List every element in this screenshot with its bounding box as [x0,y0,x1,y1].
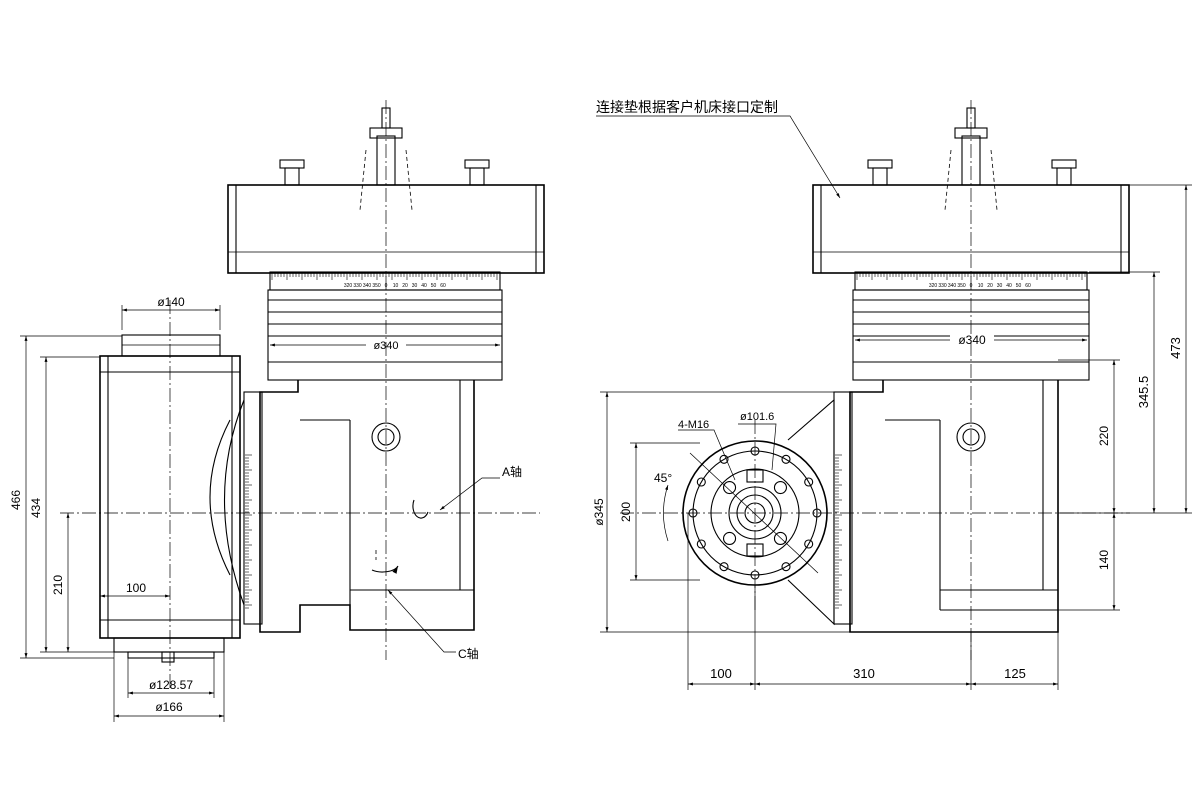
m16-hole [722,480,737,495]
dial-label: 330 [353,283,362,289]
left-dim-d166: ø166 [155,700,183,714]
dial-label: 60 [440,283,446,289]
left-ribbed-body [267,289,503,381]
left-dim-h210: 210 [51,575,65,595]
left-port-hole [371,422,401,452]
dim-h345-5: 345.5 [1136,376,1151,409]
right-side-flange-ticks [835,454,842,609]
dial-label: 30 [997,283,1003,289]
m16-hole [773,531,788,546]
a-axis-rotation-arrow [412,499,429,519]
dial-label: 350 [372,283,381,289]
dim-h140: 140 [1097,550,1111,570]
left-side-flange [243,391,263,625]
dim-45-deg: 45° [654,471,672,485]
dial-label: 330 [938,283,947,289]
left-clamp-bolts [279,107,490,211]
a-axis-label: A轴 [502,464,522,479]
dim-4-m16: 4-M16 [678,419,709,431]
dial-label: 10 [393,283,399,289]
dial-label: 40 [421,283,427,289]
bolt-hole [719,562,729,572]
right-lower-housing [849,380,1059,633]
dim-w100: 100 [710,666,732,681]
dial-label: 40 [1006,283,1012,289]
left-dial-ticks [271,273,498,280]
right-port-hole [956,422,986,452]
left-lower-housing [259,380,475,633]
m16-hole [722,531,737,546]
dial-label: 320 [344,283,353,289]
left-bottom-flange [113,637,225,653]
right-dial-ticks [856,273,1086,280]
dial-label: 50 [431,283,437,289]
right-clamp-bolts [867,107,1077,211]
left-dim-d140: ø140 [157,295,185,309]
dial-label: 20 [402,283,408,289]
dial-label: 60 [1025,283,1031,289]
left-top-boss [121,334,221,357]
bolt-hole [696,539,706,549]
bolt-hole [804,539,814,549]
dial-label: 30 [412,283,418,289]
left-dim-h434: 434 [29,498,43,518]
dim-d101: ø101.6 [740,411,774,423]
right-dim-d340: ø340 [958,333,986,347]
dim-w310: 310 [853,666,875,681]
dial-label: 320 [929,283,938,289]
bolt-hole [781,562,791,572]
left-dim-w100: 100 [126,581,146,595]
left-dim-d128: ø128.57 [149,678,193,692]
dim-d345: ø345 [592,498,606,526]
bolt-hole [781,454,791,464]
faceplate-bolt-holes [688,446,822,580]
c-axis-label: C轴 [458,646,479,661]
dial-label: 10 [978,283,984,289]
dim-h473: 473 [1168,337,1183,359]
dial-label: 350 [957,283,966,289]
m16-hole [773,480,788,495]
dim-w125: 125 [1004,666,1026,681]
dim-h220: 220 [1097,426,1111,446]
left-side-flange-ticks [245,454,252,609]
bolt-hole [804,477,814,487]
customization-note: 连接垫根据客户机床接口定制 [596,99,778,115]
bolt-hole [696,477,706,487]
dial-label: 340 [948,283,957,289]
left-dim-h466: 466 [9,490,23,510]
c-axis-rotation-arrow [371,565,399,574]
dial-label: 50 [1016,283,1022,289]
dim-h200: 200 [619,502,633,522]
dial-label: 340 [363,283,372,289]
dial-label: 20 [987,283,993,289]
bolt-hole [719,454,729,464]
